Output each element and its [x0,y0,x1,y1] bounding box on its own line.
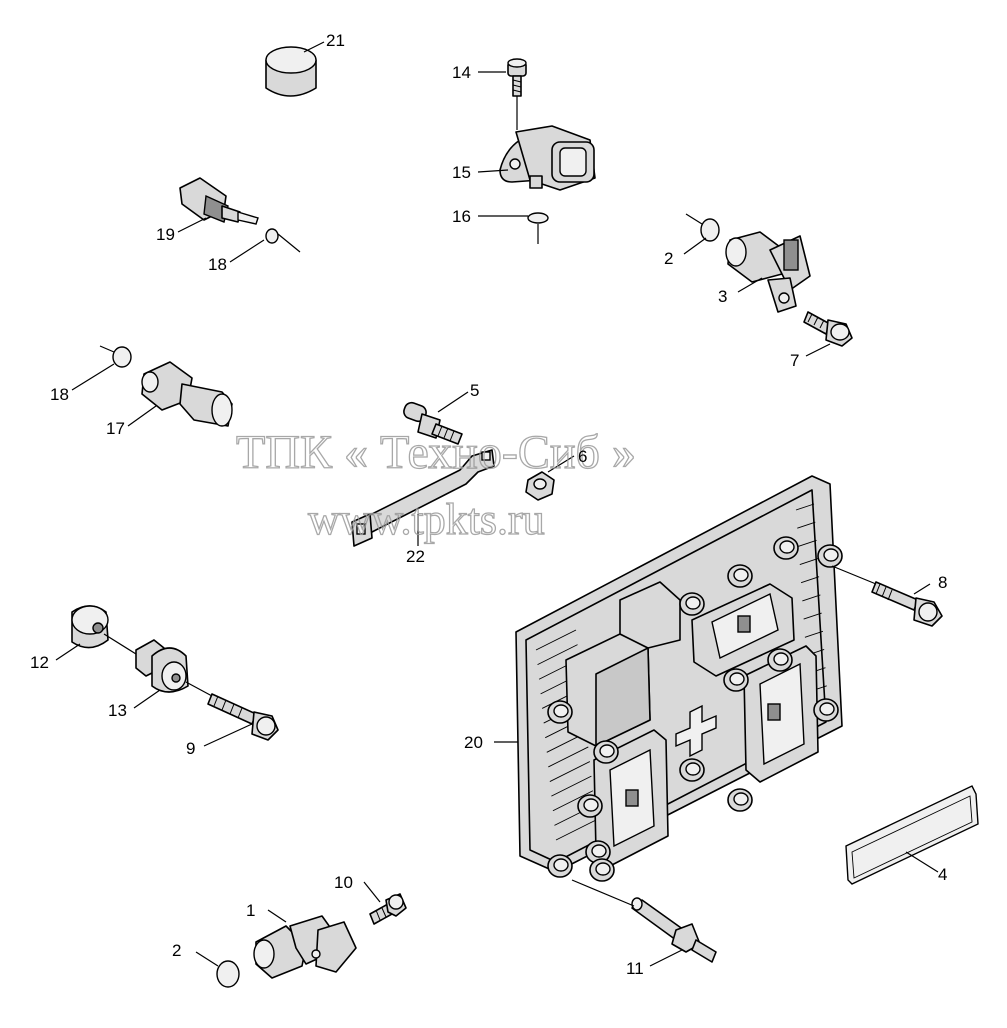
housing-bolt-boss [773,536,799,560]
part-21-cap [265,46,317,97]
housing-bolt-boss [679,758,705,782]
housing-fin [535,629,577,651]
housing-fin [799,558,818,565]
housing-bolt-boss [727,788,753,812]
housing-fin [549,761,591,782]
housing-bolt-boss [723,668,749,692]
callout-2-lower: 2 [172,941,181,960]
callout-1: 1 [246,901,255,920]
housing-bolt-boss [727,564,753,588]
part-19-temperature-sensor [179,177,259,225]
housing-fin [804,630,824,638]
callout-19: 19 [156,225,175,244]
watermark-company: ТПК « Техно-Сиб » [236,426,636,479]
part-18-o-ring-upper [265,228,279,244]
callout-8: 8 [938,573,947,592]
housing-fin [798,539,817,547]
watermark: ТПК « Техно-Сиб » www.tpkts.ru [235,425,636,544]
part-12-washer [71,605,109,649]
callout-18-lower: 18 [50,385,69,404]
callout-11: 11 [626,959,644,978]
watermark-url: www.tpkts.ru [308,495,545,544]
callout-4: 4 [938,865,947,884]
housing-bolt-boss [577,794,603,818]
callout-5: 5 [470,381,479,400]
part-8-bolt [871,581,943,627]
leader-lines [55,41,939,967]
part-2-o-ring-lower [216,960,240,988]
callout-22: 22 [406,547,425,566]
part-1-sensor [253,915,357,979]
callout-9: 9 [186,739,195,758]
callout-21: 21 [326,31,345,50]
callout-18-upper: 18 [208,255,227,274]
housing-bolt-boss [547,700,573,724]
part-17-pressure-sensor [141,361,233,427]
housing-fin [803,612,822,620]
part-15-sensor [499,125,596,191]
part-16-o-ring [527,212,549,224]
part-9-bolt [207,693,279,741]
part-5-stud [403,401,463,445]
housing-bolt-boss [767,648,793,672]
housing-bolt-boss [679,592,705,616]
part-22-bracket [351,449,495,547]
part-10-screw [369,893,407,925]
housing-fin [555,819,597,841]
part-14-screw [507,58,527,97]
callout-17: 17 [106,419,125,438]
housing-fin [551,775,592,797]
callout-14: 14 [452,63,471,82]
callout-15: 15 [452,163,471,182]
housing-fin [802,594,821,602]
callout-12: 12 [30,653,49,672]
callout-7: 7 [790,351,799,370]
callout-labels: 21 14 15 16 19 18 2 3 7 18 17 5 6 22 8 1… [30,31,947,978]
part-7-bolt [803,311,853,347]
callout-10: 10 [334,873,353,892]
part-3-speed-sensor [725,231,811,313]
part-6-nut [525,471,555,501]
housing-fin [548,746,589,768]
callout-16: 16 [452,207,471,226]
part-4-label-plate [845,785,979,885]
callout-2-upper: 2 [664,249,673,268]
part-2-o-ring-upper [700,218,720,242]
part-13-spacer [135,639,189,693]
housing-bolt-boss [817,544,843,568]
housing-bolt-boss [547,854,573,878]
housing-bolt-boss [585,840,611,864]
housing-bolt-boss [589,858,615,882]
callout-20: 20 [464,733,483,752]
part-18-o-ring-lower [112,346,132,368]
housing-fin [552,790,594,812]
housing-fin [795,503,815,511]
housing-fin [800,576,820,584]
housing-bolt-boss [593,740,619,764]
housing-bolt-boss [813,698,839,722]
callout-3: 3 [718,287,727,306]
part-11-pin [631,897,717,963]
part-20-control-unit [515,475,843,882]
housing-fin [797,521,816,529]
callout-13: 13 [108,701,127,720]
housing-fin [537,644,578,666]
callout-6: 6 [578,447,587,466]
